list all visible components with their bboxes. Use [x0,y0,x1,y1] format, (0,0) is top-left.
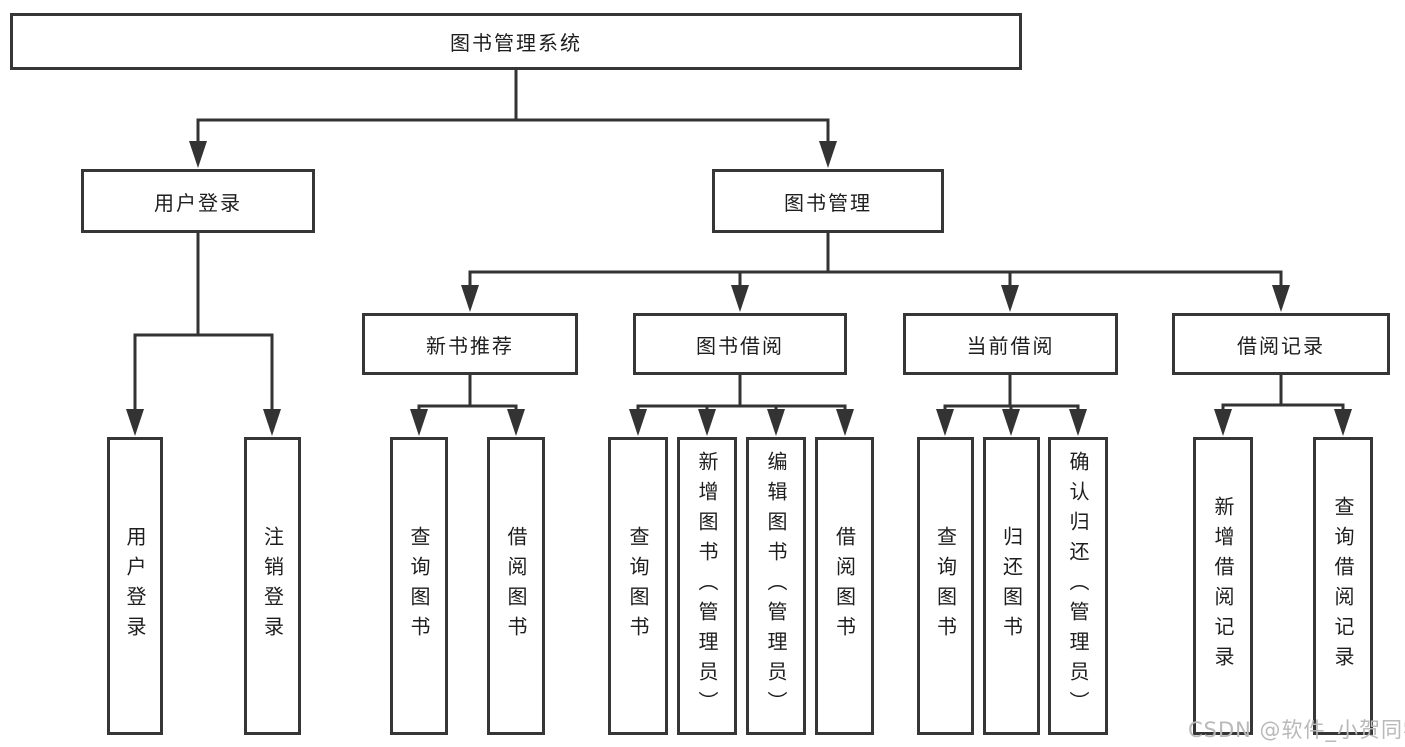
connector-records-to-leaves [1221,375,1345,432]
leaf-borrow-books-label: 借阅图书 [832,526,857,646]
node-borrow-records: 借阅记录 [1172,313,1390,375]
leaf-logout-label: 注销登录 [260,526,285,646]
leaf-borrow-books: 借阅图书 [815,437,874,735]
leaf-query-books-current-label: 查询图书 [933,526,958,646]
leaf-logout: 注销登录 [244,437,301,735]
connector-bookmgmt-to-level3 [468,233,1283,308]
leaf-return-books-label: 归还图书 [999,526,1024,646]
leaf-query-books-recommend-label: 查询图书 [407,526,431,646]
node-current-borrow: 当前借阅 [903,313,1118,375]
connector-bookborrow-to-leaves [636,375,847,432]
node-root-system: 图书管理系统 [10,13,1022,70]
leaf-user-login: 用户登录 [107,437,163,735]
node-book-borrow: 图书借阅 [633,313,847,375]
leaf-borrow-books-recommend: 借阅图书 [487,437,545,735]
leaf-edit-books-admin-label: 编辑图书（管理员） [764,451,788,721]
leaf-user-login-label: 用户登录 [123,526,147,646]
node-user-login-branch: 用户登录 [81,169,315,233]
leaf-add-borrow-record: 新增借阅记录 [1193,437,1253,735]
leaf-query-books-current: 查询图书 [917,437,974,735]
leaf-query-borrow-record-label: 查询借阅记录 [1331,496,1355,676]
node-new-book-recommend: 新书推荐 [362,313,578,375]
leaf-query-books-recommend: 查询图书 [390,437,448,735]
leaf-query-books-borrow: 查询图书 [608,437,668,735]
csdn-watermark: CSDN @软件_小贺同学 [1188,718,1405,742]
connector-userlogin-to-leaves [133,233,274,432]
leaf-return-books: 归还图书 [983,437,1040,735]
leaf-confirm-return-admin: 确认归还（管理员） [1048,437,1108,735]
leaf-borrow-books-recommend-label: 借阅图书 [504,526,528,646]
connector-newbook-to-leaves [417,375,518,432]
connector-root-to-level2 [196,70,830,150]
leaf-confirm-return-admin-label: 确认归还（管理员） [1066,451,1090,721]
leaf-add-books-admin-label: 新增图书（管理员） [695,451,719,721]
leaf-add-books-admin: 新增图书（管理员） [677,437,737,735]
leaf-add-borrow-record-label: 新增借阅记录 [1211,496,1235,676]
arrowheads [126,141,1352,436]
node-book-management-branch: 图书管理 [712,169,944,233]
leaf-edit-books-admin: 编辑图书（管理员） [746,437,806,735]
leaf-query-borrow-record: 查询借阅记录 [1313,437,1373,735]
leaf-query-books-borrow-label: 查询图书 [626,526,650,646]
